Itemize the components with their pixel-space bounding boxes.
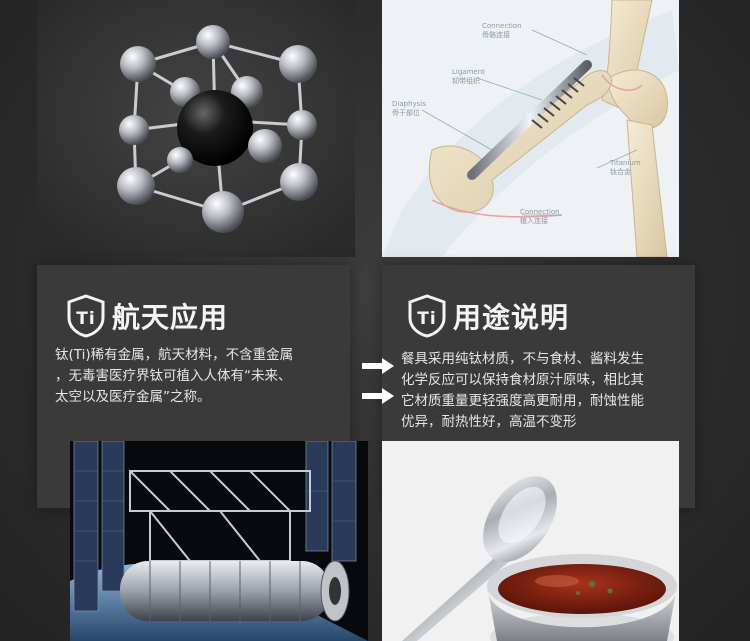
titanium-molecule-image — [37, 0, 355, 257]
spoon-and-sauce-image — [382, 441, 679, 641]
svg-text:Ti: Ti — [76, 309, 95, 329]
svg-text:骨干部位: 骨干部位 — [392, 108, 420, 117]
svg-text:Titanium: Titanium — [609, 159, 641, 167]
ti-shield-badge-icon: Ti — [408, 294, 446, 338]
aerospace-title: 航天应用 — [112, 301, 229, 334]
usage-heading: Ti 用途说明 — [407, 294, 569, 338]
arrow-right-icon — [362, 388, 394, 404]
svg-text:植入连接: 植入连接 — [520, 216, 548, 225]
ti-shield-badge-icon: Ti — [67, 294, 105, 338]
svg-text:Ti: Ti — [417, 309, 436, 329]
svg-text:Diaphysis: Diaphysis — [392, 100, 426, 108]
bone-implant-illustration: Connection 骨骼连接 Ligament 韧带组织 Diaphysis … — [382, 0, 679, 257]
svg-text:Ligament: Ligament — [452, 68, 485, 76]
svg-text:韧带组织: 韧带组织 — [452, 76, 480, 85]
svg-text:Connection: Connection — [482, 22, 522, 30]
svg-text:骨骼连接: 骨骼连接 — [482, 30, 510, 39]
aerospace-description: 钛(Ti)稀有金属，航天材料，不含重金属 ，无毒害医疗界钛可植入人体有“未来、 … — [55, 347, 294, 405]
svg-text:钛合金: 钛合金 — [610, 167, 631, 176]
aerospace-heading: Ti 航天应用 — [66, 294, 228, 338]
arrow-right-icon — [362, 358, 394, 374]
usage-description: 餐具采用纯钛材质，不与食材、酱料发生 化学反应可以保持食材原汁原味，相比其 它材… — [401, 351, 644, 430]
space-station-image — [70, 441, 368, 641]
usage-title: 用途说明 — [453, 301, 570, 334]
svg-text:Connection: Connection — [520, 208, 560, 216]
